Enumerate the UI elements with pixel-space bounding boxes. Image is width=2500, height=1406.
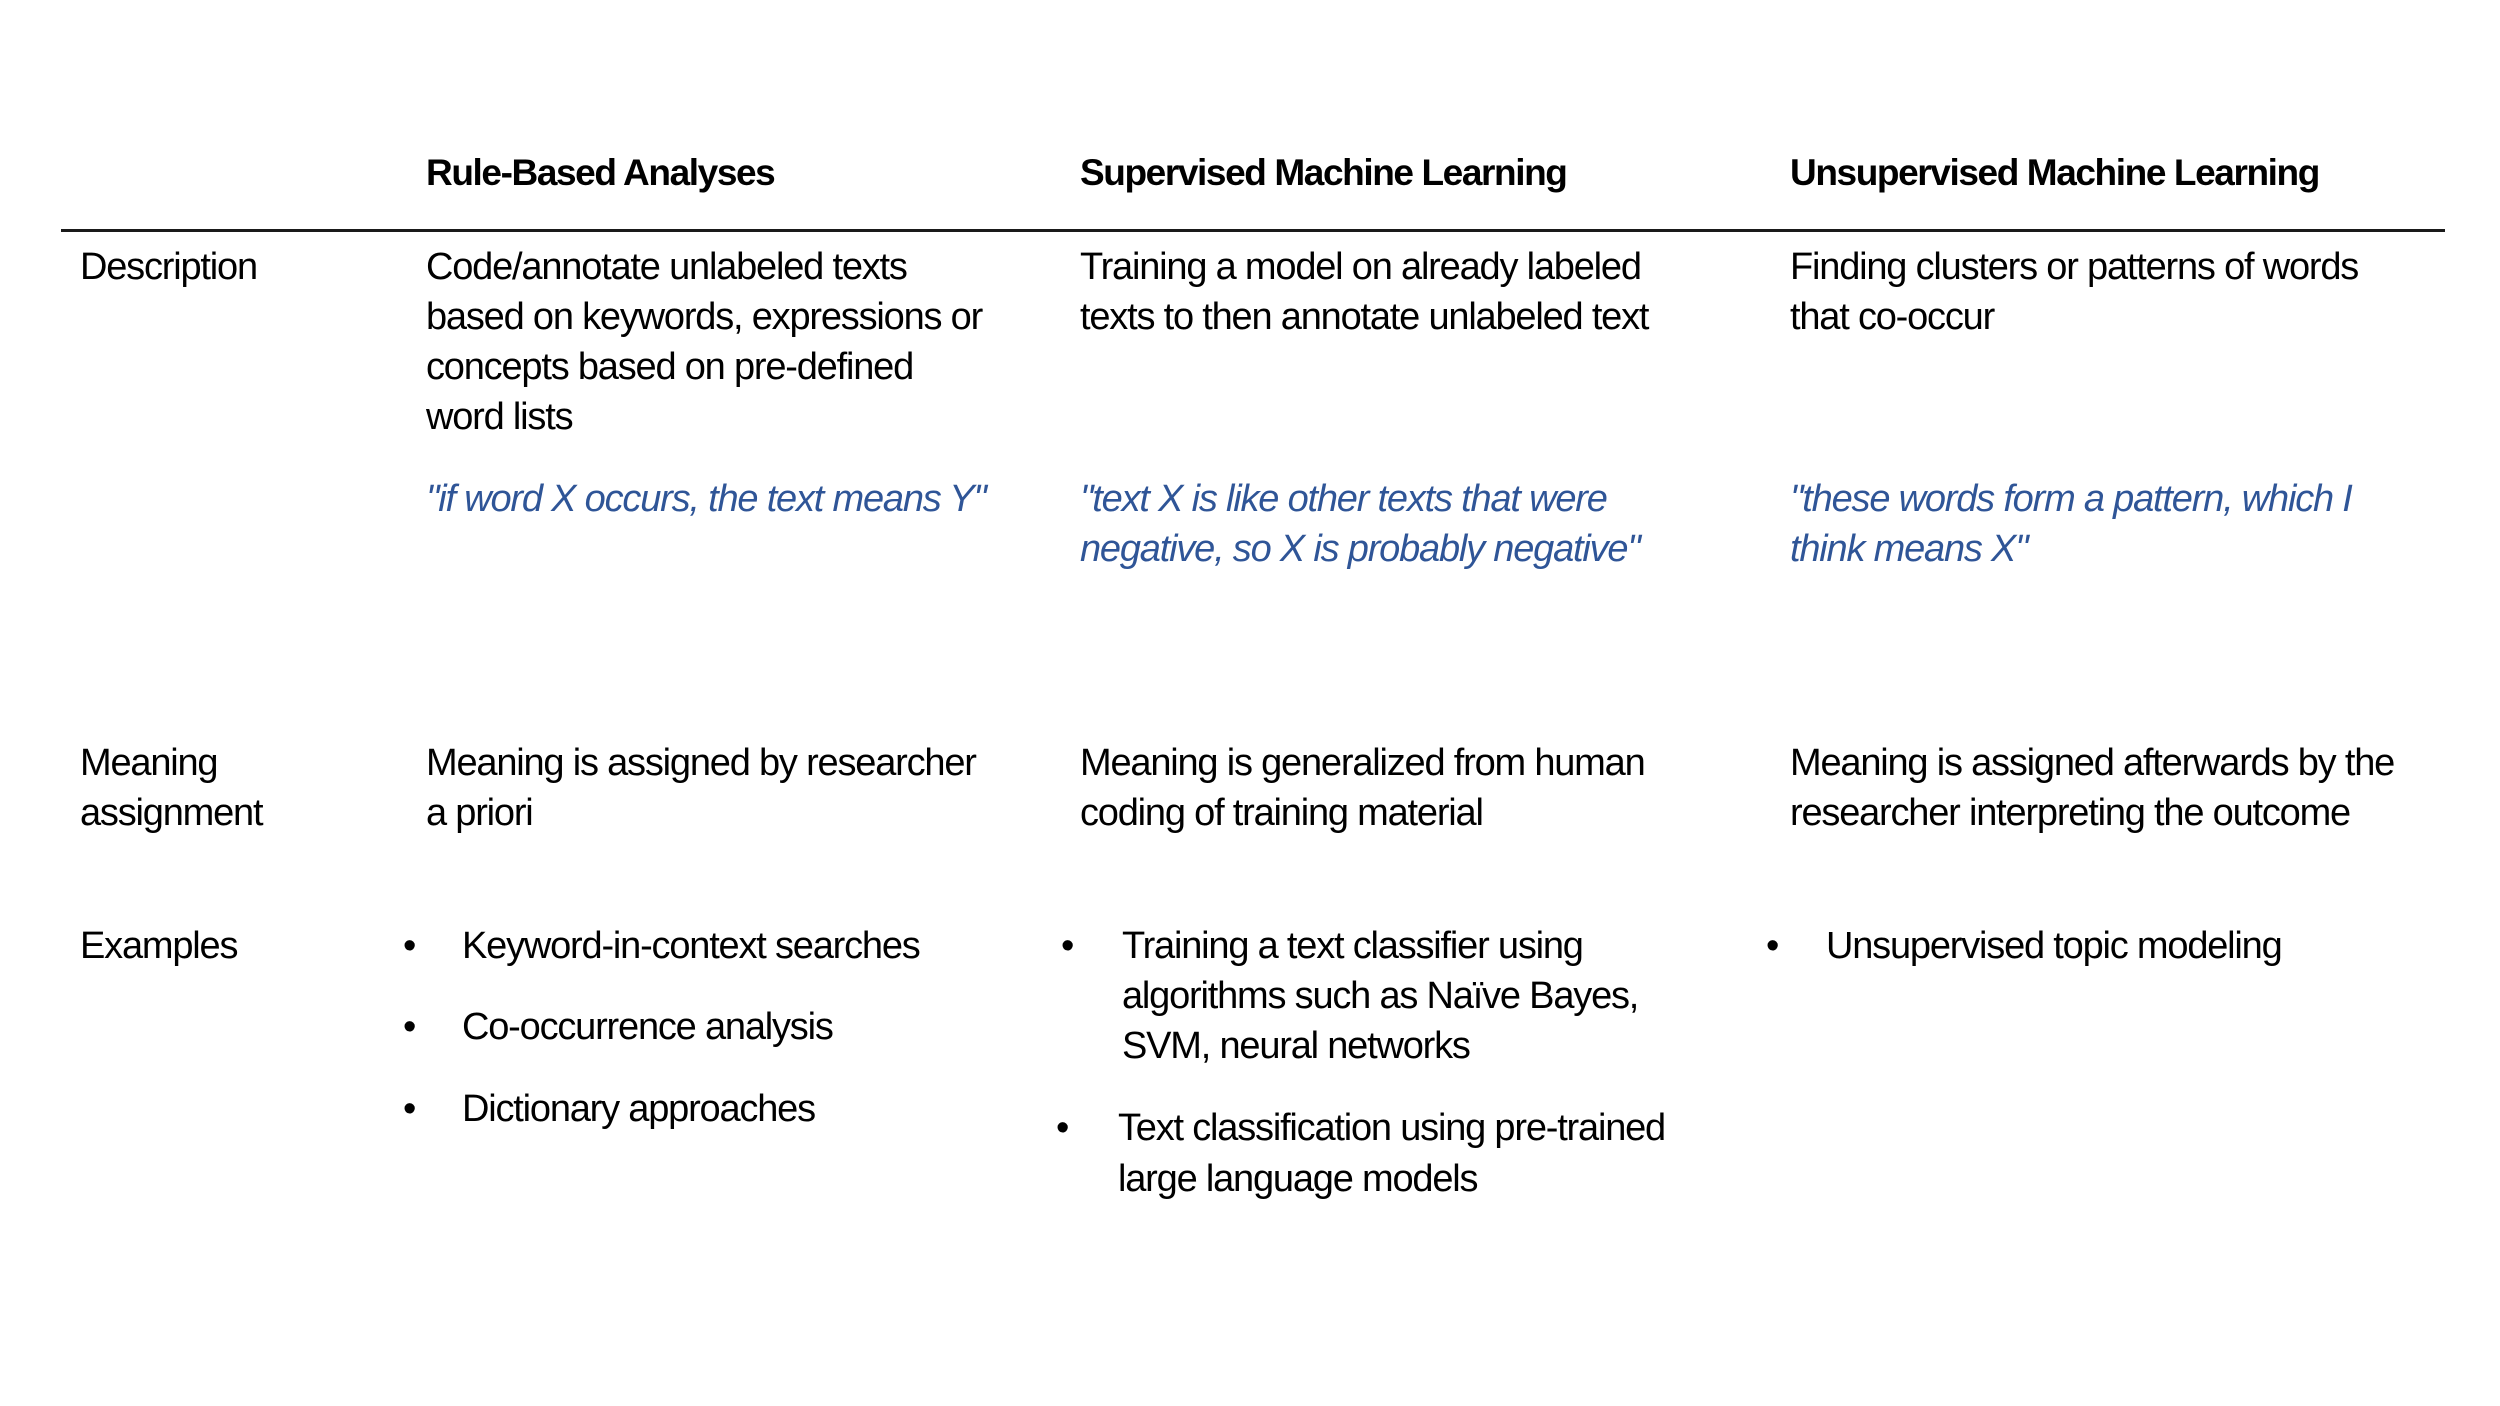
list-item-text: Unsupervised topic modeling — [1826, 925, 2283, 967]
list-item-text: Training a text classifier using — [1122, 925, 1584, 967]
quote-line: "these words form a pattern, which I — [1790, 478, 2353, 520]
cell-line: Code/annotate unlabeled texts — [426, 246, 908, 288]
column-header-rule-based: Rule-Based Analyses — [426, 152, 776, 193]
header-divider — [61, 229, 2445, 232]
bullet-icon: • — [403, 1006, 417, 1048]
quote-line: "if word X occurs, the text means Y" — [426, 478, 987, 520]
list-item-text: Keyword-in-context searches — [462, 925, 921, 967]
row-label-line: assignment — [80, 792, 264, 834]
list-item-text: Text classification using pre-trained — [1118, 1107, 1666, 1149]
cell-line: Training a model on already labeled — [1080, 246, 1642, 288]
cell-line: Meaning is generalized from human — [1080, 742, 1646, 784]
bullet-icon: • — [403, 1088, 417, 1130]
bullet-icon: • — [1061, 925, 1075, 967]
cell-line: texts to then annotate unlabeled text — [1080, 296, 1649, 338]
cell-line: Meaning is assigned by researcher — [426, 742, 977, 784]
cell-line: concepts based on pre-defined — [426, 346, 914, 388]
quote-line: think means X" — [1790, 528, 2029, 570]
bullet-icon: • — [1056, 1107, 1070, 1149]
list-item-text: large language models — [1118, 1158, 1478, 1200]
row-label-examples: Examples — [80, 925, 238, 967]
quote-line: "text X is like other texts that were — [1080, 478, 1608, 520]
list-item-text: SVM, neural networks — [1122, 1025, 1471, 1067]
cell-line: coding of training material — [1080, 792, 1484, 834]
cell-line: Meaning is assigned afterwards by the — [1790, 742, 2395, 784]
list-item-text: algorithms such as Naïve Bayes, — [1122, 975, 1639, 1017]
cell-line: that co-occur — [1790, 296, 1995, 338]
cell-line: researcher interpreting the outcome — [1790, 792, 2351, 834]
quote-line: negative, so X is probably negative" — [1080, 528, 1641, 570]
column-header-unsupervised: Unsupervised Machine Learning — [1790, 152, 2320, 193]
bullet-icon: • — [403, 925, 417, 967]
list-item-text: Dictionary approaches — [462, 1088, 816, 1130]
cell-line: a priori — [426, 792, 534, 834]
row-label-line: Meaning — [80, 742, 219, 784]
cell-line: Finding clusters or patterns of words — [1790, 246, 2359, 288]
bullet-icon: • — [1766, 925, 1780, 967]
row-label-description: Description — [80, 246, 258, 288]
column-header-supervised: Supervised Machine Learning — [1080, 152, 1568, 193]
cell-line: based on keywords, expressions or — [426, 296, 983, 338]
list-item-text: Co-occurrence analysis — [462, 1006, 834, 1048]
cell-line: word lists — [426, 396, 574, 438]
